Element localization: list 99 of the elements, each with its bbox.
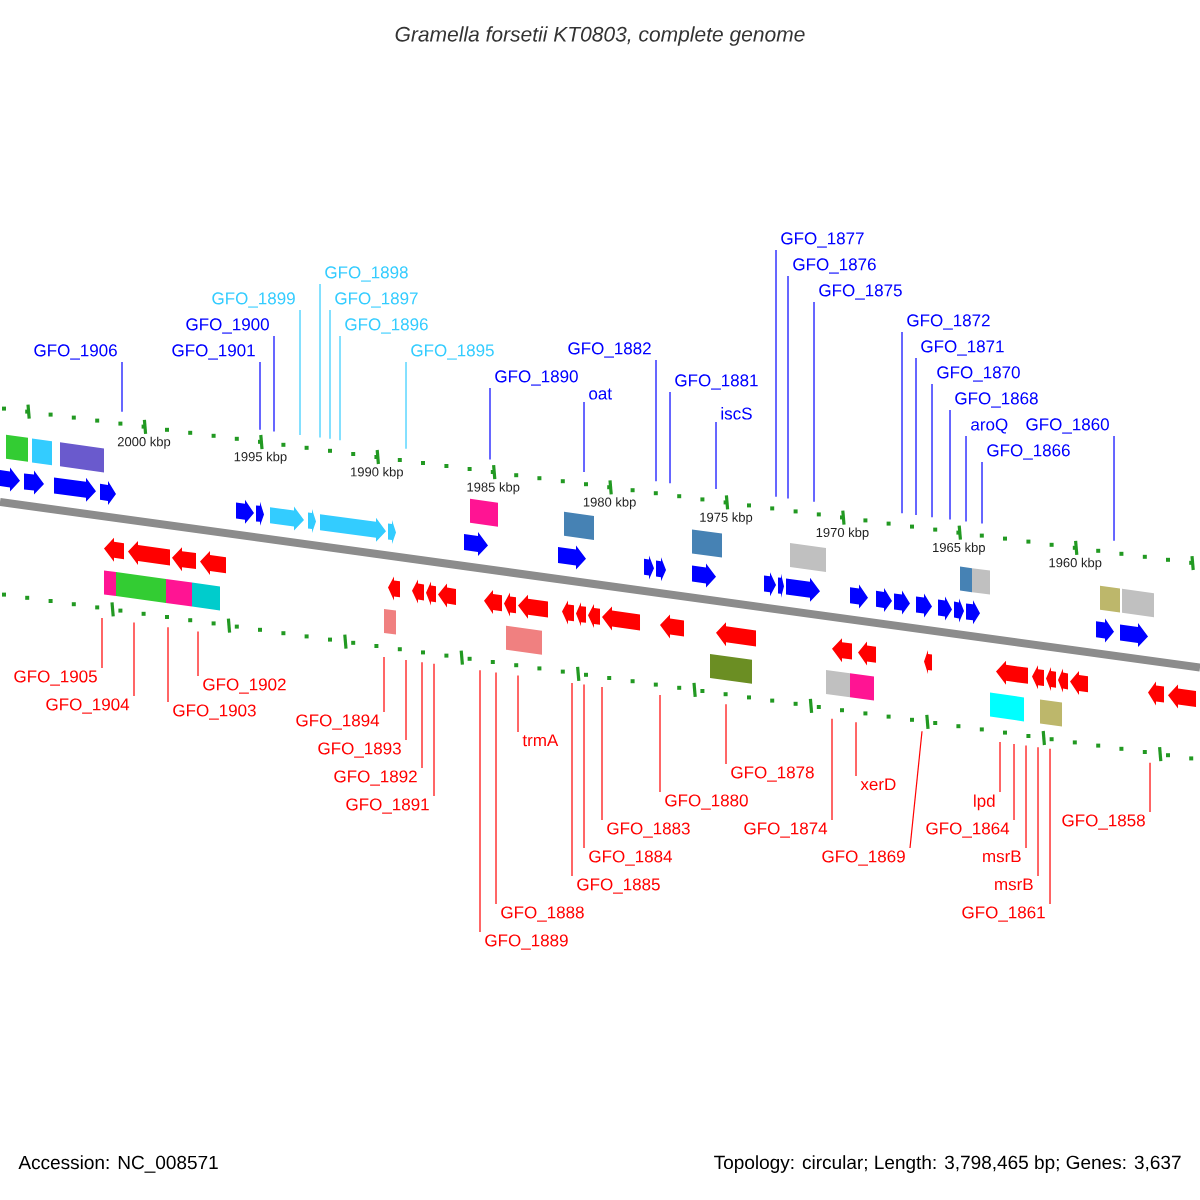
leader-line xyxy=(1025,745,1027,849)
gene-label: GFO_1890 xyxy=(495,370,578,386)
leader-line xyxy=(167,626,169,703)
leader-line xyxy=(787,275,789,499)
leader-line xyxy=(1149,762,1151,813)
title: Gramella forsetii KT0803, complete genome xyxy=(395,26,805,46)
leader-line xyxy=(259,361,261,431)
leader-line xyxy=(273,335,275,433)
accession-text: Accession: NC_008571 xyxy=(18,1155,218,1173)
leader-line xyxy=(421,661,423,769)
gene-label: GFO_1889 xyxy=(485,934,568,950)
gene-label: GFO_1875 xyxy=(819,284,902,300)
gene-label: GFO_1858 xyxy=(1062,814,1145,830)
gene-label: msrB xyxy=(995,878,1033,891)
leader-line xyxy=(405,361,407,450)
leader-line xyxy=(1113,435,1115,542)
leader-line xyxy=(329,309,331,440)
gene-label: GFO_1880 xyxy=(665,794,748,810)
leader-line xyxy=(433,663,435,797)
gene-label: GFO_1870 xyxy=(937,366,1020,382)
leader-line xyxy=(571,682,573,877)
gene-label: oat xyxy=(589,388,612,400)
gene-label: xerD xyxy=(860,778,896,791)
gene-label: GFO_1884 xyxy=(589,850,672,866)
gene-label: GFO_1897 xyxy=(335,292,418,308)
gene-label: GFO_1860 xyxy=(1026,418,1109,434)
leader-line xyxy=(659,694,661,793)
leader-line xyxy=(197,630,199,677)
leader-line xyxy=(669,391,671,484)
leader-line xyxy=(831,718,833,821)
gene-label: GFO_1883 xyxy=(607,822,690,838)
gene-label: GFO_1900 xyxy=(186,318,269,334)
leader-line xyxy=(489,387,491,461)
leader-line xyxy=(121,361,123,413)
leader-line xyxy=(319,283,321,439)
leader-line xyxy=(901,331,903,514)
leader-line xyxy=(1049,748,1051,905)
gene-label: GFO_1894 xyxy=(296,714,380,730)
gene-label: lpd xyxy=(974,794,995,811)
gene-label: GFO_1885 xyxy=(577,878,660,894)
leader-line xyxy=(517,674,519,733)
gene-label: GFO_1871 xyxy=(921,340,1004,356)
gene-label: GFO_1881 xyxy=(675,374,758,390)
leader-line xyxy=(101,617,103,669)
leader-line xyxy=(583,684,585,849)
gene-label: GFO_1895 xyxy=(411,344,494,360)
leader-line xyxy=(383,656,385,713)
leader-line xyxy=(1037,746,1039,877)
leader-line xyxy=(133,621,135,697)
gene-label: GFO_1906 xyxy=(34,344,117,360)
gene-label: GFO_1861 xyxy=(962,906,1045,922)
gene-label: GFO_1899 xyxy=(212,292,295,308)
leader-line xyxy=(915,357,917,516)
gene-label: GFO_1869 xyxy=(822,850,905,866)
leader-line xyxy=(981,461,983,525)
gene-label: trmA xyxy=(522,734,559,747)
gene-label: GFO_1902 xyxy=(203,678,286,694)
gene-label: msrB xyxy=(983,850,1021,863)
leader-line xyxy=(725,703,727,765)
gene-label: GFO_1893 xyxy=(318,742,401,758)
leader-line xyxy=(813,301,815,503)
leader-line xyxy=(299,309,301,436)
leader-line xyxy=(949,409,951,521)
gene-label: GFO_1903 xyxy=(173,704,256,720)
gene-label: iscS xyxy=(721,407,752,420)
leader-line xyxy=(601,686,603,821)
gene-label: GFO_1896 xyxy=(345,318,428,334)
gene-label: GFO_1878 xyxy=(731,766,814,782)
leader-line xyxy=(775,249,777,498)
gene-label: GFO_1905 xyxy=(14,670,97,686)
gene-label: GFO_1901 xyxy=(172,344,255,360)
leader-line xyxy=(931,383,933,518)
gene-label: GFO_1874 xyxy=(744,822,828,838)
leader-line xyxy=(715,421,717,490)
leader-line xyxy=(405,659,407,741)
leader-line xyxy=(1013,743,1015,821)
gene-label: GFO_1898 xyxy=(325,266,408,282)
gene-label: GFO_1882 xyxy=(568,342,651,358)
leader-line xyxy=(479,669,481,933)
gene-label: GFO_1864 xyxy=(926,822,1010,838)
leader-line xyxy=(495,671,497,905)
leader-line xyxy=(339,335,341,441)
leader-line xyxy=(965,435,967,523)
leader-line xyxy=(909,730,923,849)
leader-line xyxy=(999,741,1001,793)
gene-label: GFO_1891 xyxy=(346,798,429,814)
leader-line xyxy=(855,721,857,777)
gene-label: aroQ xyxy=(971,418,1008,434)
gene-label: GFO_1872 xyxy=(907,314,990,330)
gene-label: GFO_1868 xyxy=(955,392,1038,408)
gene-label: GFO_1866 xyxy=(987,444,1070,460)
genome-info-text: Topology: circular; Length: 3,798,465 bp; Genes: 3,637 xyxy=(714,1155,1181,1173)
gene-label: GFO_1877 xyxy=(781,232,864,248)
gene-label: GFO_1904 xyxy=(46,698,130,714)
leader-line xyxy=(583,401,585,473)
leader-line xyxy=(655,359,657,482)
gene-label: GFO_1888 xyxy=(501,906,584,922)
gene-label: GFO_1876 xyxy=(793,258,876,274)
gene-label: GFO_1892 xyxy=(334,770,417,786)
